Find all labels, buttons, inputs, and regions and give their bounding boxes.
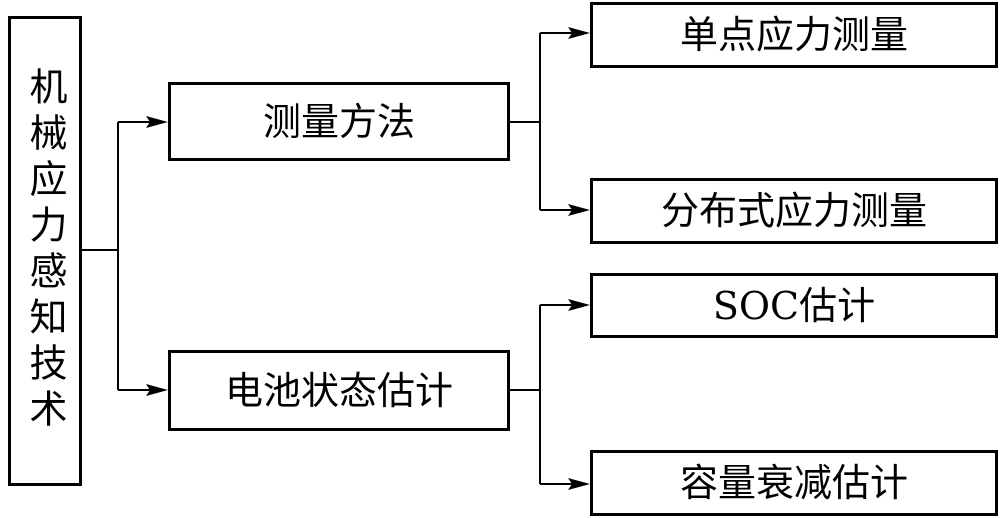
node-soc-estimation: SOC估计: [590, 273, 998, 338]
node-capacity-fade-estimation-label: 容量衰减估计: [679, 461, 908, 505]
node-distributed-stress: 分布式应力测量: [590, 178, 998, 244]
arrowhead-measurement: [146, 116, 168, 128]
node-battery-state-estimation-label: 电池状态估计: [224, 368, 453, 413]
root-label: 机械应力感知技术: [23, 67, 67, 435]
node-battery-state-estimation: 电池状态估计: [168, 350, 510, 431]
node-distributed-stress-label: 分布式应力测量: [660, 189, 927, 233]
node-single-point-stress-label: 单点应力测量: [679, 13, 908, 57]
node-single-point-stress: 单点应力测量: [590, 2, 998, 68]
arrowhead-capacity: [568, 478, 590, 490]
arrowhead-single-point: [568, 27, 590, 39]
node-measurement-method: 测量方法: [168, 82, 510, 161]
arrowhead-soc: [568, 299, 590, 311]
root-node: 机械应力感知技术: [8, 16, 82, 486]
arrowhead-distributed: [568, 204, 590, 216]
arrowhead-battery: [146, 384, 168, 396]
node-soc-estimation-label: SOC估计: [712, 283, 876, 328]
node-measurement-method-label: 测量方法: [262, 99, 415, 144]
node-capacity-fade-estimation: 容量衰减估计: [590, 450, 998, 516]
